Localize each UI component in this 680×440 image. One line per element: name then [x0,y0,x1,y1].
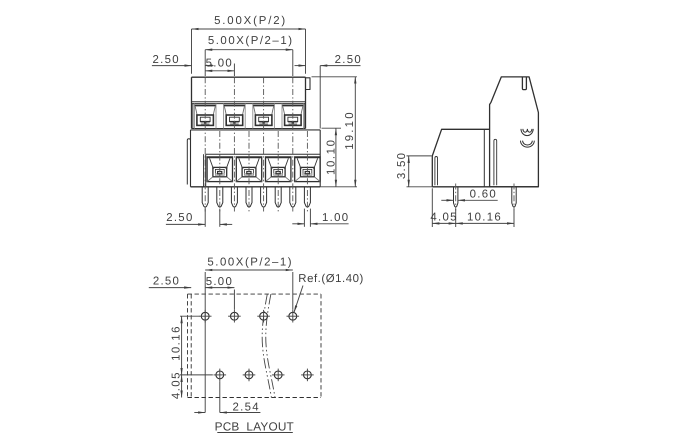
svg-text:PCB LAYOUT: PCB LAYOUT [215,420,294,434]
svg-text:4.05: 4.05 [171,371,183,399]
svg-text:0.60: 0.60 [470,189,497,201]
svg-text:2.50: 2.50 [335,54,362,66]
svg-text:5.00X(P/2–1): 5.00X(P/2–1) [207,256,293,268]
svg-text:1.00: 1.00 [322,212,349,224]
svg-text:5.00: 5.00 [206,58,233,70]
svg-text:2.50: 2.50 [166,212,193,224]
svg-text:5.00: 5.00 [206,276,233,288]
svg-text:2.50: 2.50 [153,275,180,287]
svg-text:2.50: 2.50 [153,54,180,66]
svg-text:10.16: 10.16 [171,325,183,361]
svg-text:4.05: 4.05 [430,212,457,224]
svg-text:10.16: 10.16 [467,212,502,224]
svg-text:10.10: 10.10 [325,138,337,175]
svg-text:5.00X(P/2–1): 5.00X(P/2–1) [208,35,294,47]
svg-text:2.54: 2.54 [233,401,260,413]
svg-text:Ref.(Ø1.40): Ref.(Ø1.40) [298,273,364,285]
svg-text:5.00X(P/2): 5.00X(P/2) [214,15,287,27]
svg-text:3.50: 3.50 [396,152,408,179]
svg-text:19.10: 19.10 [344,110,356,150]
